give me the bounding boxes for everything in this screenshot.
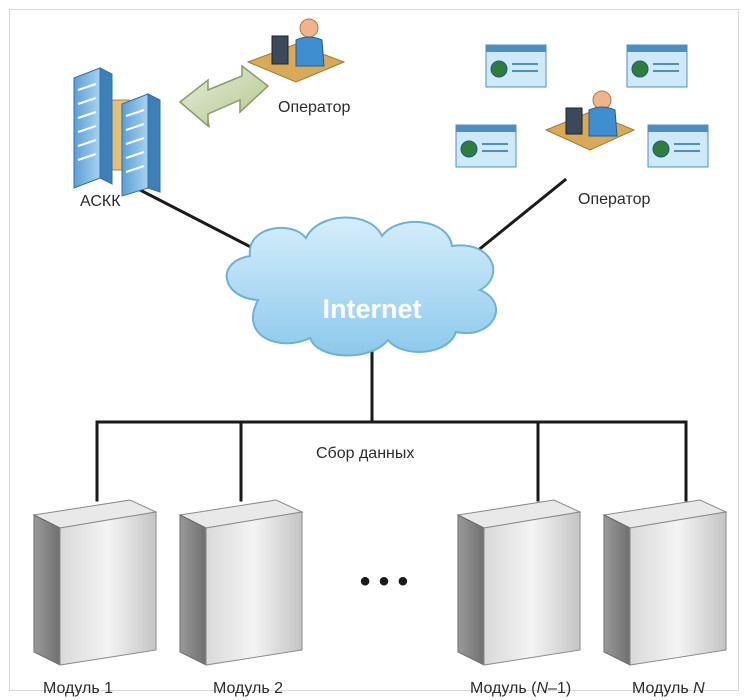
bus-label: Сбор данных <box>316 445 414 462</box>
module-box-icon-4 <box>602 499 728 666</box>
operator-workstation-icon-left <box>246 18 346 83</box>
operator-right-label: Оператор <box>578 191 651 208</box>
double-arrow-icon <box>178 64 270 128</box>
module-label-1: Модуль 1 <box>43 680 113 697</box>
server-label: АСКК <box>80 193 121 210</box>
operator-left-label: Оператор <box>278 99 351 116</box>
module-label-2: Модуль 2 <box>213 680 283 697</box>
module-box-icon-1 <box>32 499 158 666</box>
module-box-icon-3 <box>456 499 582 666</box>
internet-cloud: Internet <box>225 216 498 357</box>
ellipsis-label: • • • <box>360 565 408 598</box>
browser-window-icon-4 <box>647 124 709 168</box>
link-operator-cloud <box>463 177 568 263</box>
module-box-icon-2 <box>178 499 304 666</box>
cloud-label: Internet <box>322 294 421 324</box>
browser-window-icon-1 <box>485 44 547 88</box>
operator-workstation-icon-right <box>544 90 636 151</box>
browser-window-icon-3 <box>455 124 517 168</box>
server-cluster-icon <box>73 67 161 197</box>
browser-window-icon-2 <box>626 44 688 88</box>
module-label-3: Модуль (N–1) <box>470 680 571 697</box>
module-label-4: Модуль N <box>632 680 705 697</box>
